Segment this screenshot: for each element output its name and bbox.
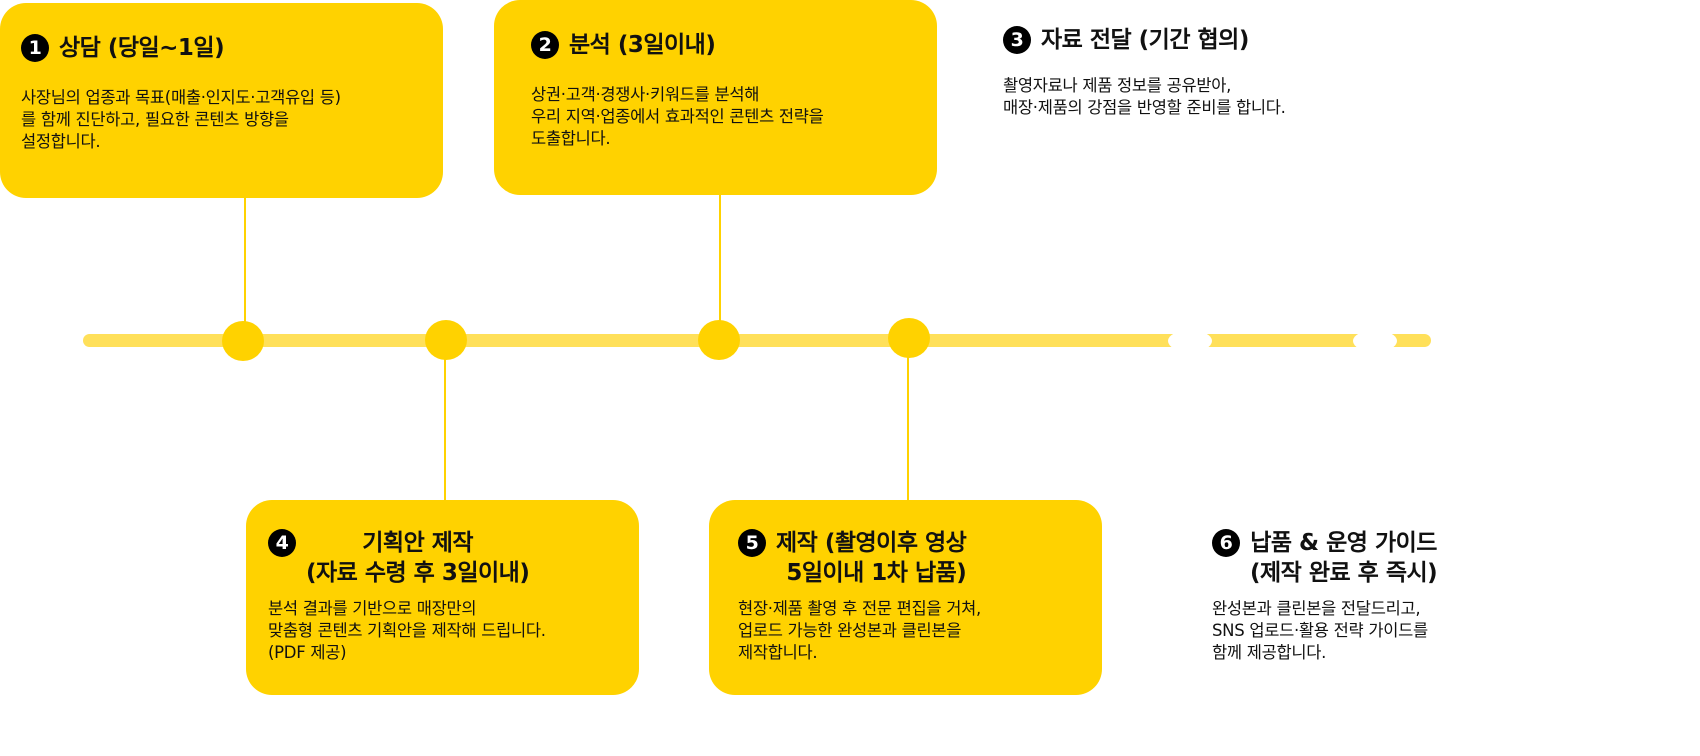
number-badge-icon: 4 [268, 529, 296, 557]
number-badge-icon: 6 [1212, 529, 1240, 557]
step-description: 촬영자료나 제품 정보를 공유받아, 매장·제품의 강점을 반영할 준비를 합니… [1003, 76, 1286, 117]
step-title: 기획안 제작 (자료 수령 후 3일이내) [306, 530, 530, 586]
number-badge-icon: 5 [738, 529, 766, 557]
step-title: 납품 & 운영 가이드 (제작 완료 후 즉시) [1250, 530, 1438, 586]
step-2-card [494, 0, 937, 195]
step-5-card [709, 500, 1102, 695]
step-5: 5 제작 (촬영이후 영상 5일이내 1차 납품) 현장·제품 촬영 후 전문 편… [738, 528, 981, 664]
step-1: 1 상담 (당일~1일) 사장님의 업종과 목표(매출·인지도·고객유입 등) 를… [21, 33, 341, 153]
step-description: 현장·제품 촬영 후 전문 편집을 거쳐, 업로드 가능한 완성본과 클린본을 … [738, 599, 981, 662]
connector-1 [244, 198, 246, 323]
step-description: 상권·고객·경쟁사·키워드를 분석해 우리 지역·업종에서 효과적인 콘텐츠 전… [531, 85, 824, 148]
step-1-card [0, 3, 443, 198]
step-title: 자료 전달 (기간 협의) [1041, 27, 1249, 53]
step-description: 사장님의 업종과 목표(매출·인지도·고객유입 등) 를 함께 진단하고, 필요… [21, 88, 341, 151]
step-title: 분석 (3일이내) [569, 32, 716, 58]
timeline-bar [83, 334, 1431, 347]
step-6: 6 납품 & 운영 가이드 (제작 완료 후 즉시) 완성본과 클린본을 전달드리… [1212, 528, 1438, 664]
timeline-gap [1353, 330, 1397, 352]
timeline-node-1 [222, 321, 264, 361]
timeline-node-5 [888, 318, 930, 358]
step-description: 분석 결과를 기반으로 매장만의 맞춤형 콘텐츠 기획안을 제작해 드립니다. … [268, 599, 546, 662]
connector-2 [719, 195, 721, 323]
step-4-card [246, 500, 639, 695]
number-badge-icon: 1 [21, 34, 49, 62]
step-title: 제작 (촬영이후 영상 5일이내 1차 납품) [776, 530, 967, 586]
timeline-gap [1168, 330, 1212, 352]
number-badge-icon: 3 [1003, 26, 1031, 54]
step-2: 2 분석 (3일이내) 상권·고객·경쟁사·키워드를 분석해 우리 지역·업종에서… [531, 30, 824, 150]
step-description: 완성본과 클린본을 전달드리고, SNS 업로드·활용 전략 가이드를 함께 제… [1212, 599, 1428, 662]
step-4: 4 기획안 제작 (자료 수령 후 3일이내) 분석 결과를 기반으로 매장만의 … [268, 528, 546, 664]
step-3: 3 자료 전달 (기간 협의) 촬영자료나 제품 정보를 공유받아, 매장·제품의… [1003, 25, 1286, 119]
connector-4 [444, 358, 446, 500]
timeline-node-2 [698, 320, 740, 360]
connector-5 [907, 356, 909, 500]
step-title: 상담 (당일~1일) [59, 35, 225, 61]
number-badge-icon: 2 [531, 31, 559, 59]
timeline-node-4 [425, 320, 467, 360]
